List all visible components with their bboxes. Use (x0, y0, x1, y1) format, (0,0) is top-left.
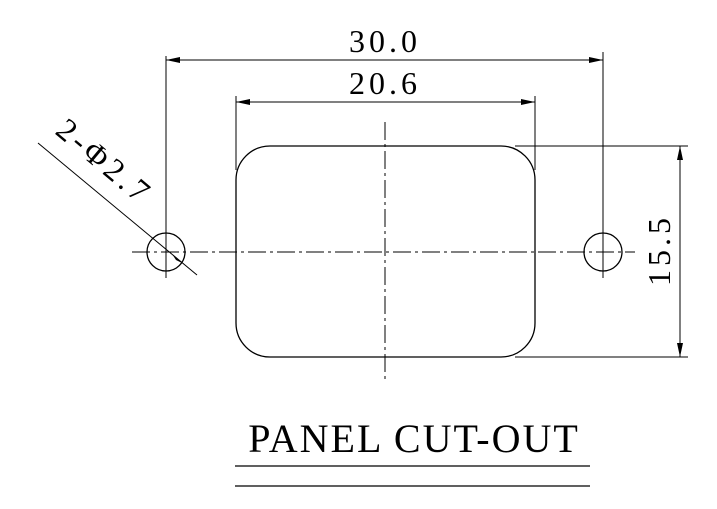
hole-callout: 2-Φ2.7 (37, 111, 198, 276)
dimension-20-6-label: 20.6 (349, 65, 421, 101)
dimension-30: 30.0 (165, 23, 604, 232)
hole-callout-label: 2-Φ2.7 (50, 111, 161, 212)
drawing-title: PANEL CUT-OUT (248, 416, 580, 461)
dimension-15-5-label: 15.5 (641, 214, 677, 286)
dimension-30-label: 30.0 (349, 23, 421, 59)
dimension-20-6: 20.6 (235, 65, 536, 170)
dimension-15-5: 15.5 (515, 145, 688, 358)
